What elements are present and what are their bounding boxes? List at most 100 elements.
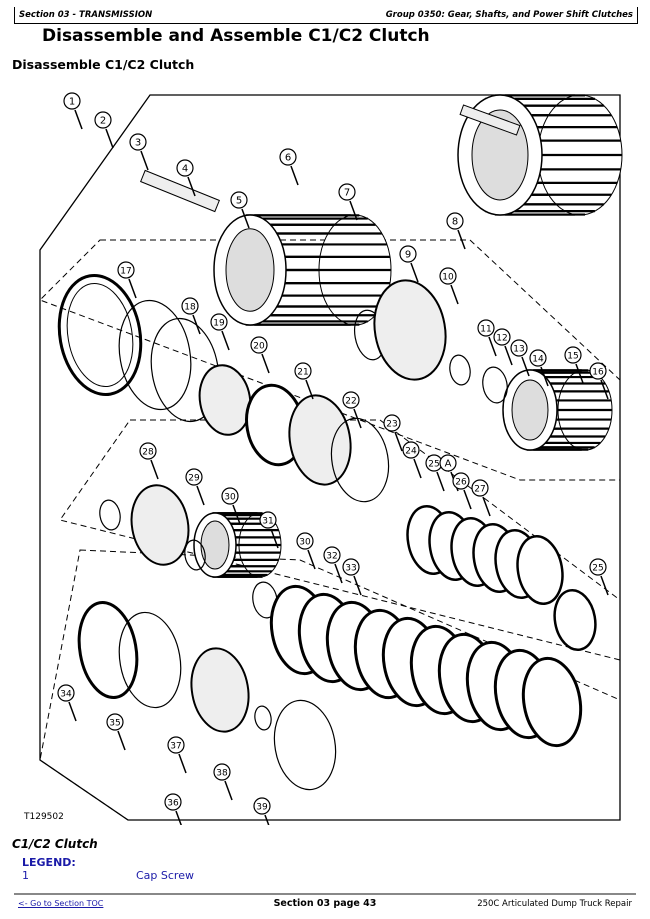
piston-29 <box>130 484 190 566</box>
callout-label: 25 <box>428 460 439 470</box>
plate-25 <box>553 589 597 651</box>
callout-label: 1 <box>69 97 75 108</box>
callout-label: 18 <box>184 303 196 313</box>
callout-8: 8 <box>446 212 466 250</box>
piston-20 <box>198 364 252 436</box>
callout-label: 29 <box>188 474 200 484</box>
callout-label: 35 <box>109 719 120 729</box>
page-number: Section 03 page 43 <box>273 898 377 909</box>
callout-label: 22 <box>345 397 356 407</box>
callout-label: 28 <box>142 448 154 458</box>
callout-label: 11 <box>480 325 491 335</box>
ring-30a <box>184 539 206 571</box>
callout-label: 7 <box>344 188 350 199</box>
callout-30: 30 <box>221 487 241 525</box>
callout-31: 31 <box>259 511 279 549</box>
callout-label: 37 <box>170 742 181 752</box>
callout-label: 13 <box>513 345 524 355</box>
callout-label: 10 <box>442 273 454 283</box>
figure-caption: C1/C2 Clutch <box>12 837 98 851</box>
callout-label: 6 <box>285 153 291 164</box>
callout-13: 13 <box>510 339 530 377</box>
callout-10: 10 <box>439 267 459 305</box>
callout-17: 17 <box>117 261 137 299</box>
callout-30: 30 <box>296 532 316 570</box>
callout-33: 33 <box>342 558 362 596</box>
ring-13 <box>482 366 508 404</box>
callout-label: 14 <box>532 355 544 365</box>
callout-label: 30 <box>299 538 311 548</box>
callout-label: 38 <box>216 769 228 779</box>
callout-29: 29 <box>185 468 205 506</box>
legend-heading: LEGEND: <box>22 856 76 869</box>
shaft-4 <box>140 169 220 213</box>
page-title: Disassemble and Assemble C1/C2 Clutch <box>42 26 430 46</box>
callout-label: A <box>445 459 452 470</box>
callout-35: 35 <box>106 713 126 751</box>
callout-label: 12 <box>496 334 507 344</box>
callout-label: 17 <box>120 267 131 277</box>
callout-6: 6 <box>279 148 299 186</box>
snap-ring-35 <box>118 611 182 709</box>
callout-18: 18 <box>181 297 201 335</box>
output-drum-gear <box>457 94 623 216</box>
snap-ring-39 <box>273 699 337 791</box>
seal-ring-19 <box>150 317 220 423</box>
callout-5: 5 <box>230 191 250 229</box>
callout-label: 31 <box>262 517 273 527</box>
callout-label: 26 <box>455 478 467 488</box>
callout-9: 9 <box>399 245 419 283</box>
callout-34: 34 <box>57 684 77 722</box>
callout-label: 33 <box>345 564 356 574</box>
callout-1: 1 <box>63 92 83 130</box>
callout-label: 21 <box>297 368 308 378</box>
clutch-hub-15 <box>502 369 613 451</box>
callout-20: 20 <box>250 336 270 374</box>
callout-label: 5 <box>236 196 242 207</box>
callout-12: 12 <box>493 328 513 366</box>
callout-4: 4 <box>176 159 196 197</box>
callout-16: 16 <box>589 362 609 400</box>
section-label: Section 03 - TRANSMISSION <box>19 10 153 20</box>
legend-item-text: Cap Screw <box>136 869 194 882</box>
callout-label: 24 <box>405 447 417 457</box>
callout-21: 21 <box>294 362 314 400</box>
gear-plate-34 <box>77 600 139 700</box>
snap-ring-18 <box>118 299 192 411</box>
footer-divider <box>14 893 636 895</box>
dashed-group-c1 <box>39 239 621 481</box>
callout-25: 25 <box>589 558 609 596</box>
callout-36: 36 <box>164 793 182 825</box>
ring-23 <box>330 417 390 503</box>
callout-23: 23 <box>383 414 403 452</box>
gear-plate-17-inner <box>66 282 134 388</box>
callout-label: 36 <box>167 799 179 809</box>
go-to-section-toc-link[interactable]: <- Go to Section TOC <box>18 899 104 908</box>
clutch-drum-7 <box>213 214 392 326</box>
hub-10 <box>373 279 447 381</box>
section-subtitle: Disassemble C1/C2 Clutch <box>12 57 195 72</box>
clutch-plate <box>516 535 564 605</box>
snap-ring-28 <box>99 499 121 531</box>
callout-label: 25 <box>592 564 603 574</box>
callout-label: 23 <box>386 420 397 430</box>
callout-15: 15 <box>564 346 584 384</box>
callout-25: 25 <box>425 454 445 492</box>
callout-11: 11 <box>477 319 497 357</box>
callout-label: 8 <box>452 217 458 228</box>
output-shaft <box>459 104 521 136</box>
callout-26: 26 <box>452 472 472 510</box>
callout-14: 14 <box>529 349 549 387</box>
callout-3: 3 <box>129 133 149 171</box>
gear-plate-17 <box>57 274 143 396</box>
callout-label: 15 <box>567 352 578 362</box>
callout-32: 32 <box>323 546 343 584</box>
callout-22: 22 <box>342 391 362 429</box>
callout-label: 27 <box>474 485 485 495</box>
group-label: Group 0350: Gear, Shafts, and Power Shif… <box>385 10 633 20</box>
page-header: Section 03 - TRANSMISSION Group 0350: Ge… <box>14 7 638 24</box>
callout-7: 7 <box>338 183 358 221</box>
figure-id: T129502 <box>24 812 64 822</box>
callout-label: 19 <box>213 319 225 329</box>
